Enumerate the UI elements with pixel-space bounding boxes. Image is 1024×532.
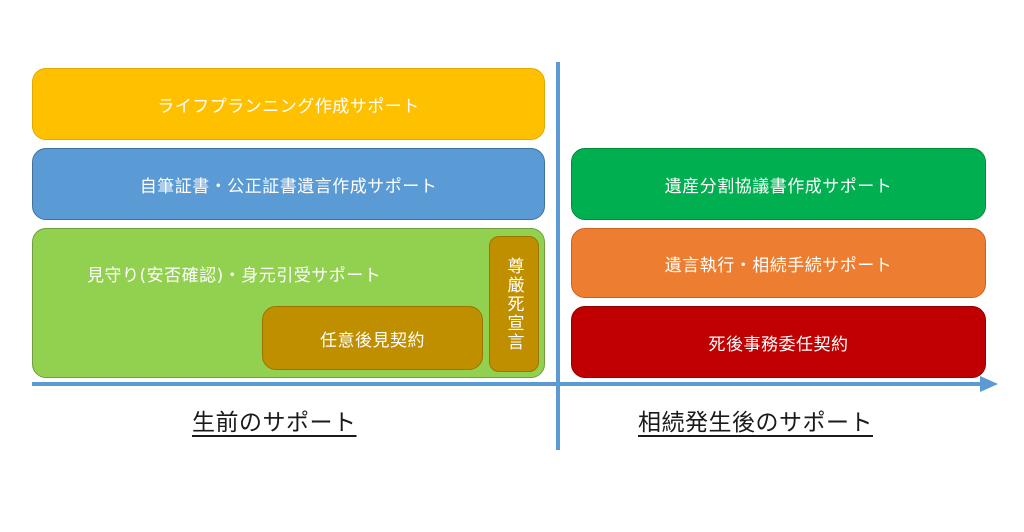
caption-after: 相続発生後のサポート (638, 410, 873, 436)
will-creation-box: 自筆証書・公正証書遺言作成サポート (32, 148, 545, 220)
watching-label: 見守り(安否確認)・身元引受サポート (87, 266, 382, 286)
timeline-axis (32, 382, 982, 386)
posthumous-box: 死後事務委任契約 (571, 306, 986, 378)
arrow-right-icon (980, 376, 998, 392)
guardianship-box: 任意後見契約 (262, 306, 483, 370)
timeline-divider (556, 62, 560, 450)
caption-before: 生前のサポート (192, 410, 357, 436)
guardianship-label: 任意後見契約 (320, 330, 425, 351)
will-creation-label: 自筆証書・公正証書遺言作成サポート (139, 176, 438, 197)
dignity-death-label: 尊厳死宣言 (503, 256, 524, 352)
dignity-death-box: 尊厳死宣言 (489, 236, 539, 372)
posthumous-label: 死後事務委任契約 (708, 334, 849, 355)
division-label: 遺産分割協議書作成サポート (664, 176, 893, 197)
execution-label: 遺言執行・相続手続サポート (664, 255, 893, 276)
execution-box: 遺言執行・相続手続サポート (571, 228, 986, 298)
life-planning-label: ライフプランニング作成サポート (157, 96, 420, 117)
division-box: 遺産分割協議書作成サポート (571, 148, 986, 220)
life-planning-box: ライフプランニング作成サポート (32, 68, 545, 140)
